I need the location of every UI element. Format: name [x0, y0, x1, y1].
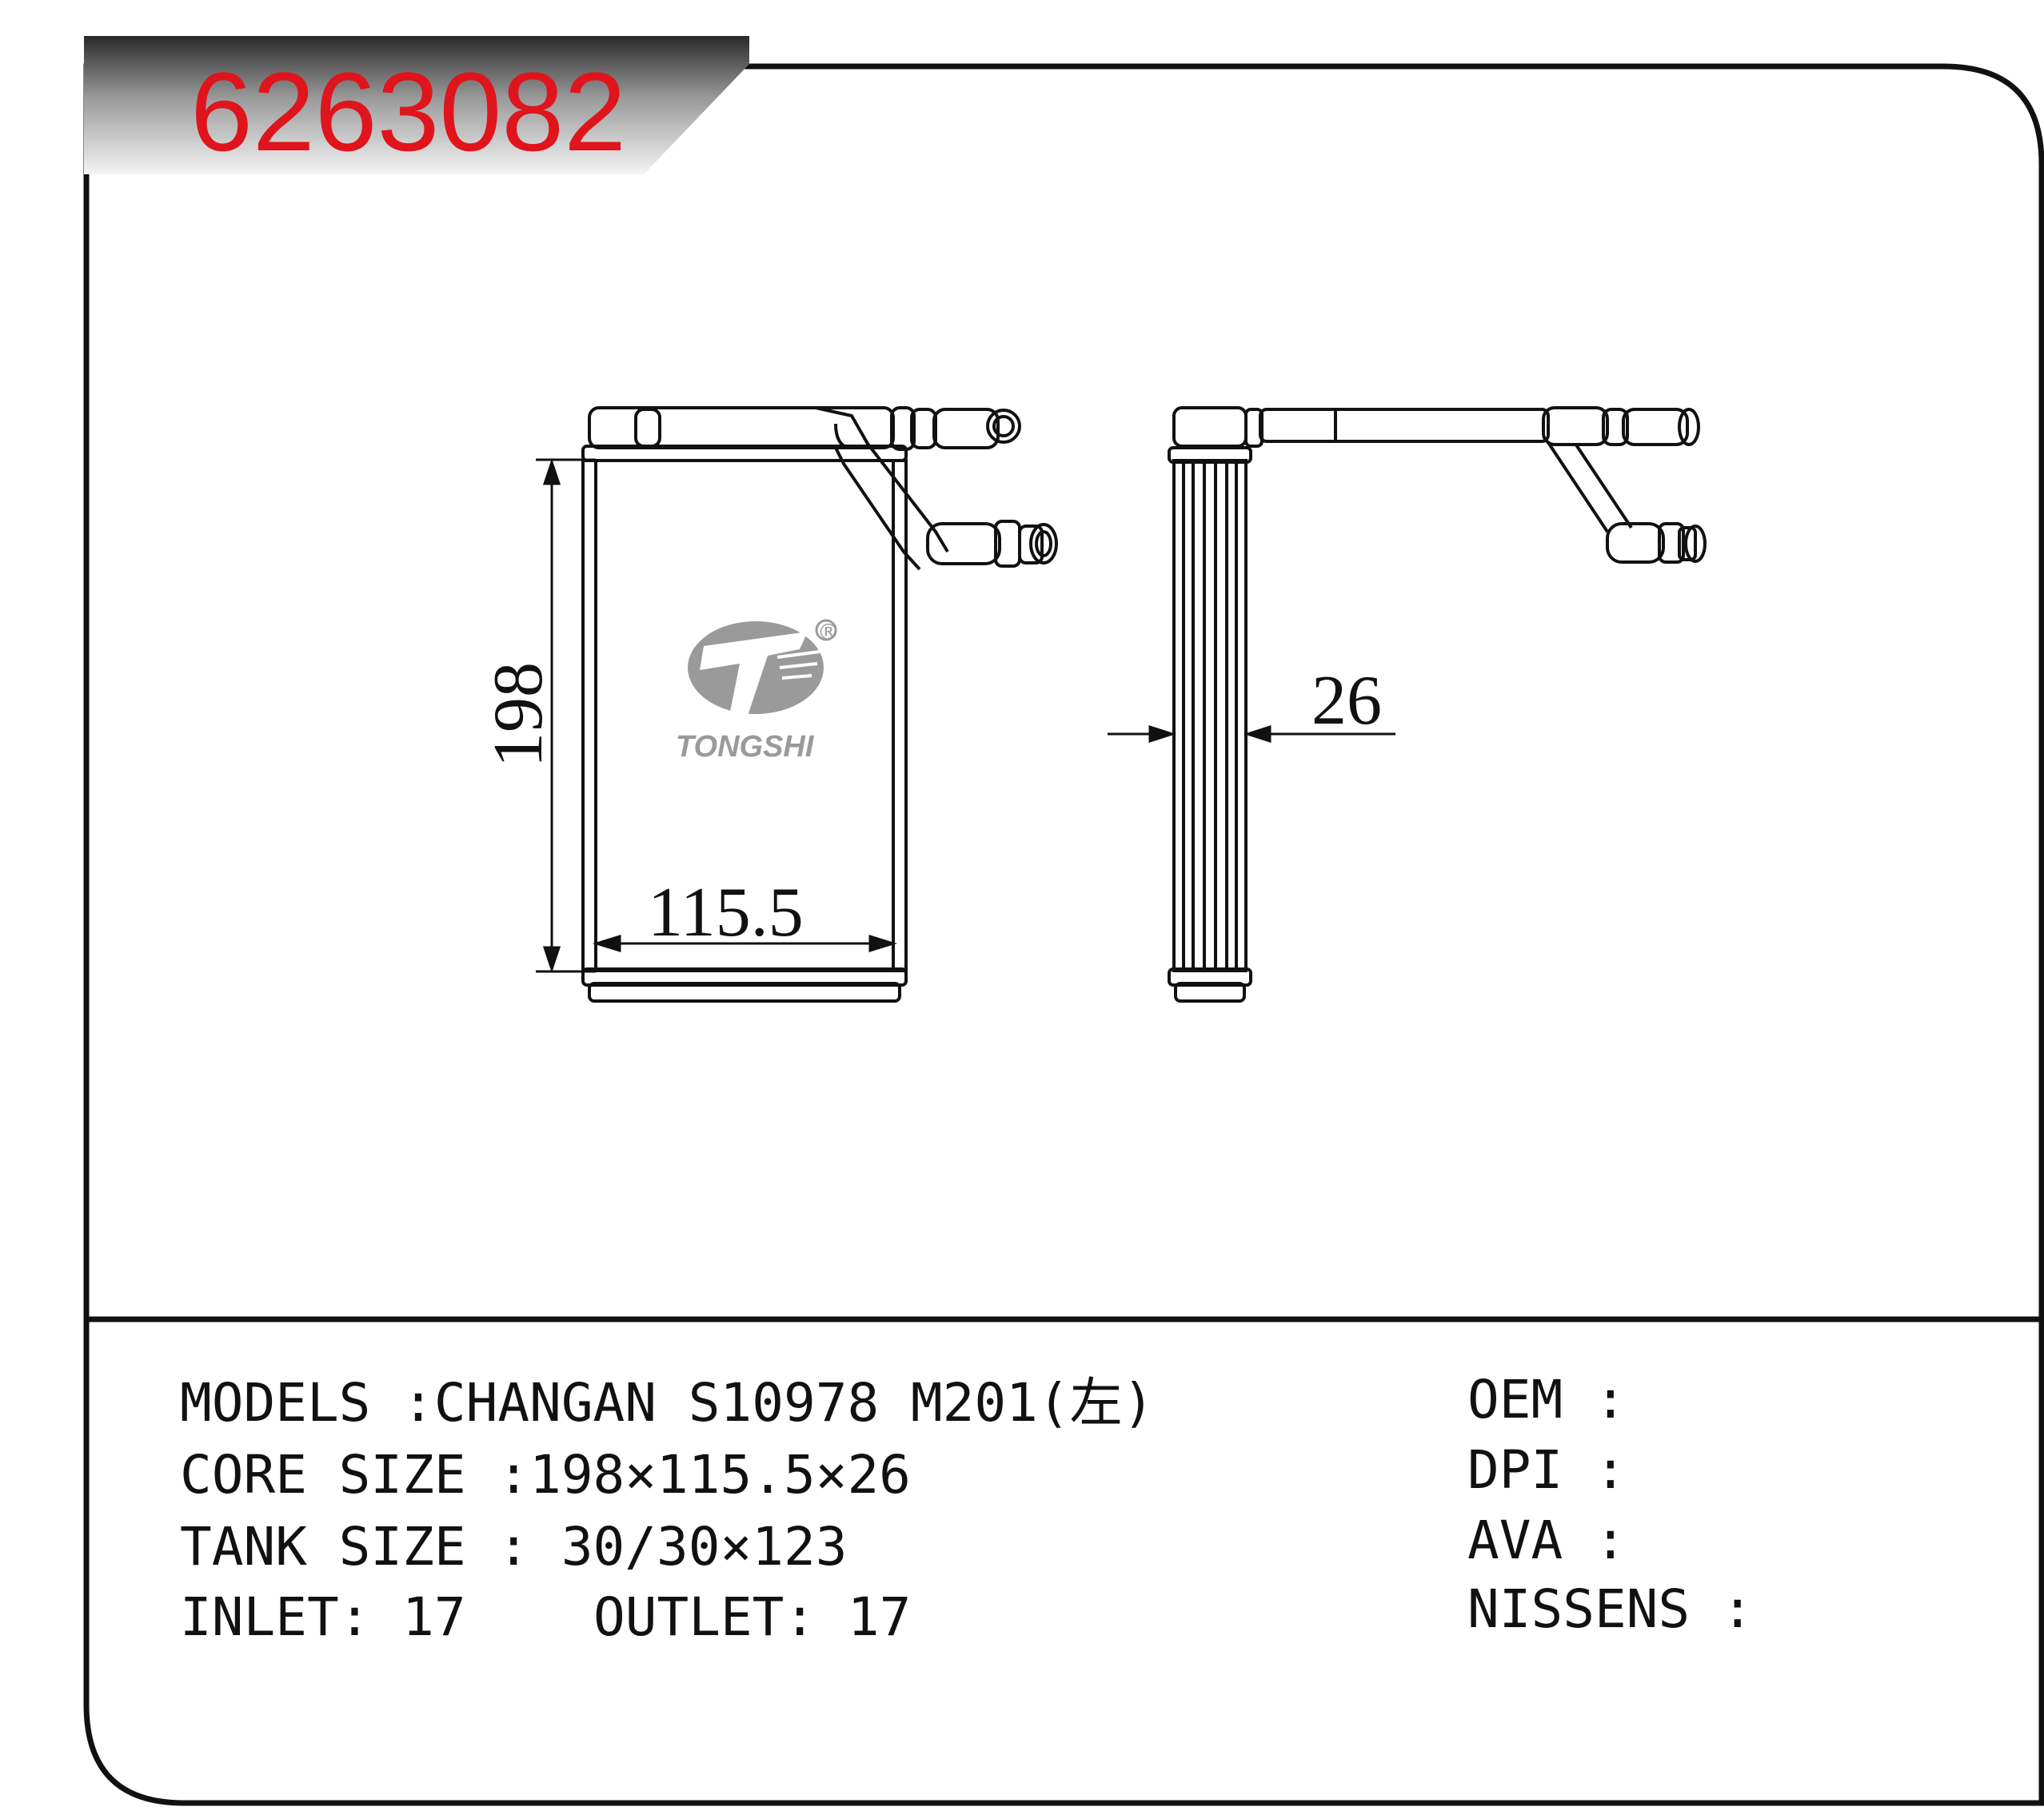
dimension-depth-label: 26	[1311, 662, 1382, 740]
outer-frame	[83, 63, 2044, 1806]
spec-inlet: INLET: 17	[180, 1586, 466, 1648]
spec-outlet: OUTLET: 17	[593, 1586, 912, 1648]
ref-nissens: NISSENS :	[1467, 1578, 1754, 1640]
ref-dpi: DPI :	[1467, 1439, 1627, 1501]
registered-mark-circle	[815, 619, 837, 641]
dimension-height	[536, 458, 596, 973]
tongshi-logo: ® TONGSHI	[676, 619, 840, 764]
spec-core-size: CORE SIZE :198×115.5×26	[180, 1444, 911, 1506]
spec-tank-size: TANK SIZE : 30/30×123	[180, 1516, 848, 1578]
dimension-width-label: 115.5	[648, 874, 804, 951]
side-view	[1168, 406, 1707, 1003]
header-banner	[84, 36, 749, 174]
part-number: 6263082	[190, 49, 626, 174]
dimension-depth	[1108, 724, 1395, 744]
registered-mark: ®	[817, 619, 840, 645]
front-view	[581, 406, 1058, 1003]
spec-models: MODELS :CHANGAN S10978 M201(左)	[180, 1372, 1155, 1434]
logo-text: TONGSHI	[676, 730, 815, 764]
ref-oem: OEM :	[1467, 1369, 1627, 1430]
ref-ava: AVA :	[1467, 1510, 1627, 1571]
dimension-height-label: 198	[480, 662, 557, 768]
dimension-width	[592, 934, 898, 953]
